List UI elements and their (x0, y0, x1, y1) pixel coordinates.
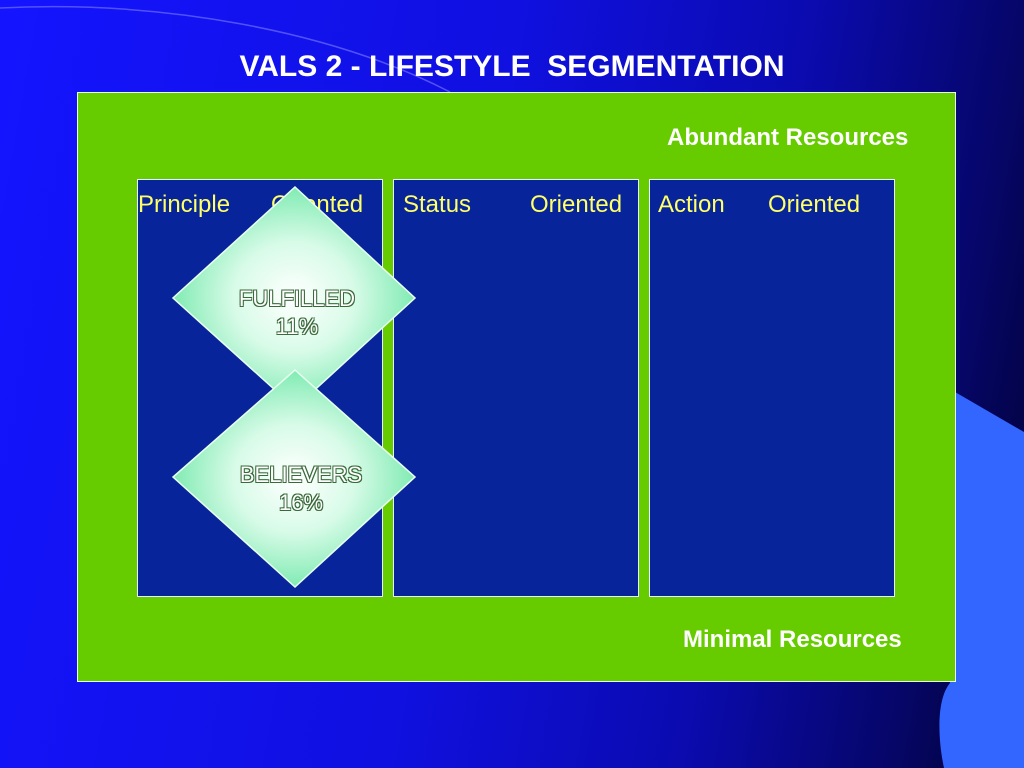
status-oriented-column (393, 179, 639, 597)
fulfilled-segment: FULFILLED 11% (222, 285, 372, 341)
action-oriented-column (649, 179, 895, 597)
believers-segment: BELIEVERS 16% (226, 461, 376, 517)
status-label: Status (403, 191, 472, 218)
action-oriented-label: Oriented (768, 191, 861, 218)
fulfilled-name: FULFILLED (238, 286, 356, 311)
minimal-resources-label: Minimal Resources (683, 626, 902, 653)
believers-diamond (171, 368, 417, 589)
accent-shape (939, 392, 1024, 768)
fulfilled-percent: 11% (275, 314, 319, 339)
status-oriented-label: Oriented (530, 191, 623, 218)
slide-title: VALS 2 - LIFESTYLE SEGMENTATION (239, 50, 785, 83)
principle-label: Principle (138, 191, 231, 218)
believers-name: BELIEVERS (239, 462, 363, 487)
abundant-resources-label: Abundant Resources (667, 124, 909, 151)
believers-percent: 16% (278, 490, 324, 515)
action-label: Action (658, 191, 725, 218)
